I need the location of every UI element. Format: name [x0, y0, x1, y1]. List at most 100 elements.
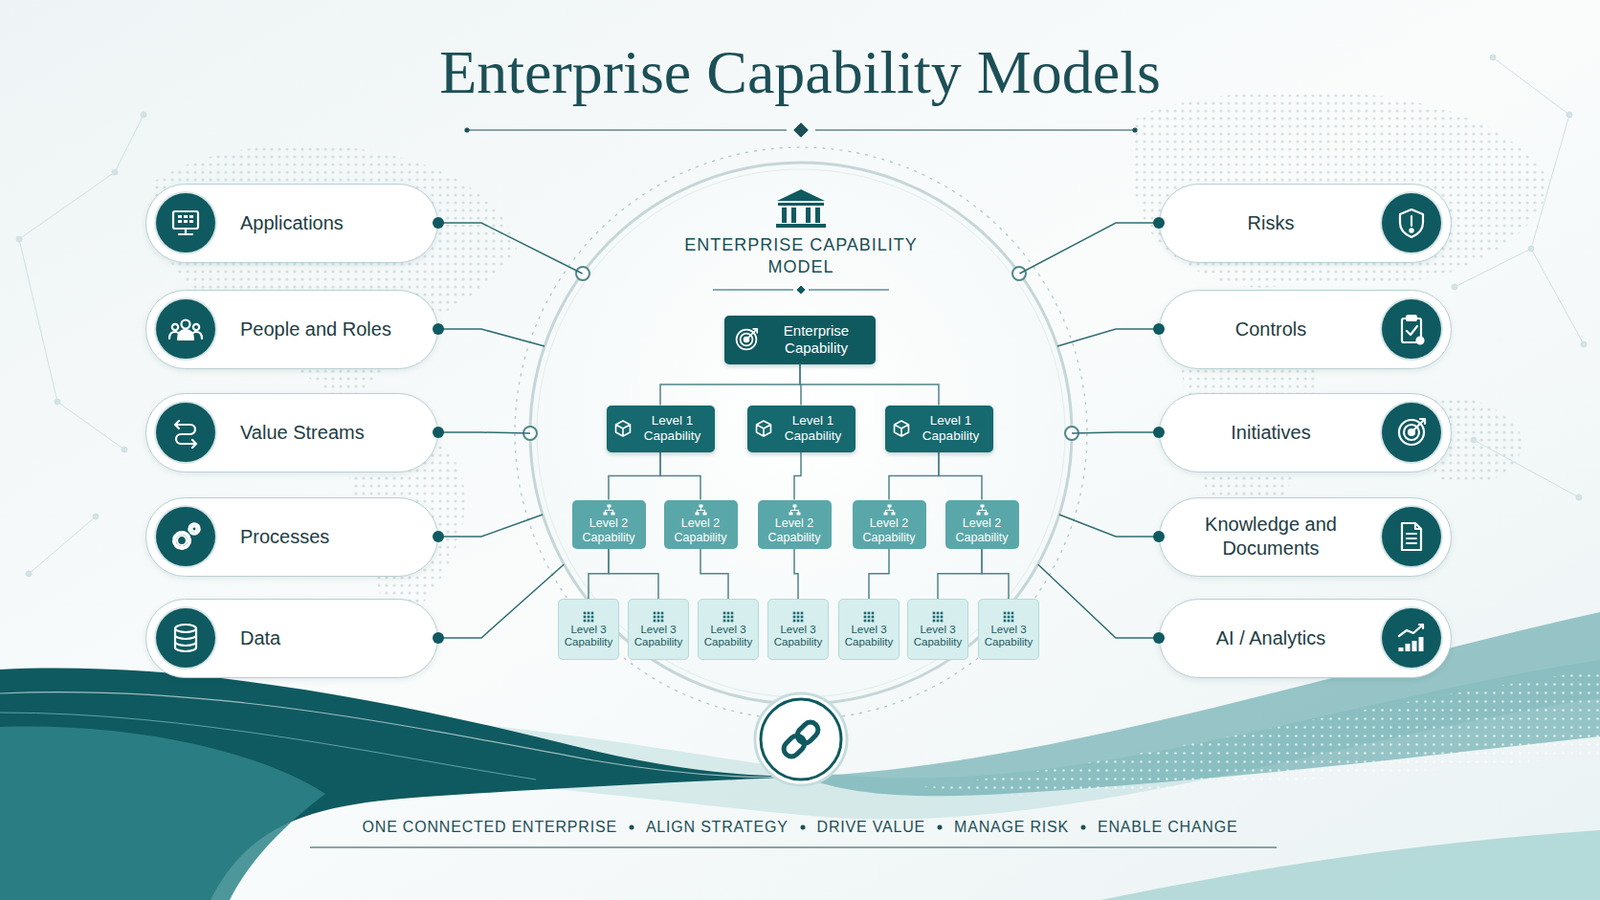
- icon: [867, 619, 871, 623]
- icon: [1399, 419, 1425, 445]
- hierarchy-connector: [800, 364, 939, 406]
- icon: [166, 619, 205, 658]
- box-text: Level 1 Capability: [915, 413, 987, 445]
- icon: [189, 215, 194, 219]
- icon: [864, 619, 867, 623]
- box-text: Level 3 Capability: [980, 623, 1037, 649]
- network-lines: [121, 446, 128, 453]
- node-label: People and Roles: [240, 317, 392, 342]
- link-line: [438, 432, 531, 434]
- topic-pill: Processes: [145, 497, 439, 578]
- separator-dot: [936, 824, 943, 831]
- level1-box: Level 1 Capability: [747, 405, 856, 453]
- icon: [891, 419, 912, 439]
- icon: [1392, 203, 1431, 243]
- separator-dot: [937, 825, 943, 831]
- node-label: Data: [240, 626, 281, 651]
- icon: [731, 615, 734, 619]
- icon: [867, 611, 871, 615]
- icon: [173, 211, 199, 229]
- icon: [587, 615, 591, 619]
- icon: [661, 615, 665, 619]
- icon-badge: [1381, 507, 1442, 567]
- icon: [583, 615, 587, 619]
- icon: [746, 329, 757, 340]
- icon: [890, 512, 895, 516]
- title-divider: [794, 123, 808, 137]
- icon: [885, 508, 893, 513]
- box-text: Level 3 Capability: [630, 623, 687, 649]
- icon: [181, 320, 191, 330]
- icon: [189, 220, 194, 223]
- icon: [587, 611, 591, 615]
- icon: [736, 330, 757, 351]
- icon: [933, 611, 936, 615]
- tagline-phrase: MANAGE RISK: [954, 819, 1069, 837]
- icon: [721, 610, 735, 624]
- bank-icon: [777, 202, 824, 206]
- network-lines: [1531, 248, 1584, 345]
- icon: [175, 624, 197, 652]
- icon: [661, 611, 665, 615]
- pill-text: Data: [240, 626, 281, 651]
- icon: [940, 611, 944, 615]
- icon: [1419, 637, 1424, 652]
- pill-text: Applications: [240, 211, 344, 236]
- separator-dot: [800, 825, 805, 831]
- icon: [653, 611, 665, 623]
- separator-dot: [628, 824, 635, 831]
- pill-text: Initiatives: [1230, 421, 1311, 445]
- icon: [1412, 641, 1418, 652]
- icon: [653, 615, 657, 619]
- pill-port: [1153, 632, 1165, 645]
- hierarchy-connector: [588, 549, 609, 600]
- network-lines: [1454, 248, 1532, 288]
- icon: [1406, 533, 1417, 544]
- icon: [602, 504, 616, 517]
- icon: [583, 619, 587, 623]
- icon: [788, 512, 793, 516]
- icon: [793, 611, 804, 623]
- tagline-phrase: ENABLE CHANGE: [1097, 819, 1238, 837]
- box-text: Level 2 Capability: [947, 516, 1018, 545]
- icon: [602, 512, 607, 516]
- hierarchy-connector: [794, 452, 801, 501]
- pill-port: [432, 531, 445, 543]
- title-divider: [468, 129, 787, 131]
- icon: [1406, 315, 1417, 321]
- node-label: Knowledge and Documents: [1180, 512, 1361, 561]
- icon: [173, 211, 199, 235]
- network-lines: [25, 571, 32, 578]
- bank-icon: [815, 207, 821, 223]
- hierarchy-connector: [608, 549, 659, 600]
- network-lines: [1470, 437, 1477, 444]
- icon: [1400, 209, 1423, 238]
- hub-heading: ENTERPRISE CAPABILITY MODEL: [681, 234, 921, 279]
- separator-dot: [628, 825, 634, 831]
- icon: [723, 611, 734, 623]
- hierarchy-connector: [608, 452, 661, 501]
- link-line: [438, 222, 583, 274]
- box-text: Level 2 Capability: [574, 516, 645, 545]
- icon: [893, 421, 909, 437]
- pill-port: [432, 426, 445, 439]
- icon: [696, 508, 705, 513]
- icon: [727, 615, 731, 619]
- hierarchy-connector: [660, 364, 800, 406]
- pill-text: Value Streams: [240, 421, 365, 445]
- link-icon: [755, 693, 847, 786]
- icon: [1399, 624, 1423, 637]
- icon: [178, 228, 193, 235]
- level3-box: Level 3 Capability: [977, 599, 1040, 661]
- icon: [591, 619, 595, 623]
- hierarchy-connector: [937, 549, 982, 600]
- icon: [871, 611, 875, 615]
- enterprise-capability-box: Enterprise Capability: [724, 315, 876, 365]
- icon: [1003, 611, 1015, 623]
- separator-dot: [1080, 824, 1087, 831]
- hierarchy-connector: [660, 452, 701, 501]
- icon: [793, 615, 797, 619]
- title-divider: [465, 123, 1137, 137]
- icon: [189, 524, 200, 534]
